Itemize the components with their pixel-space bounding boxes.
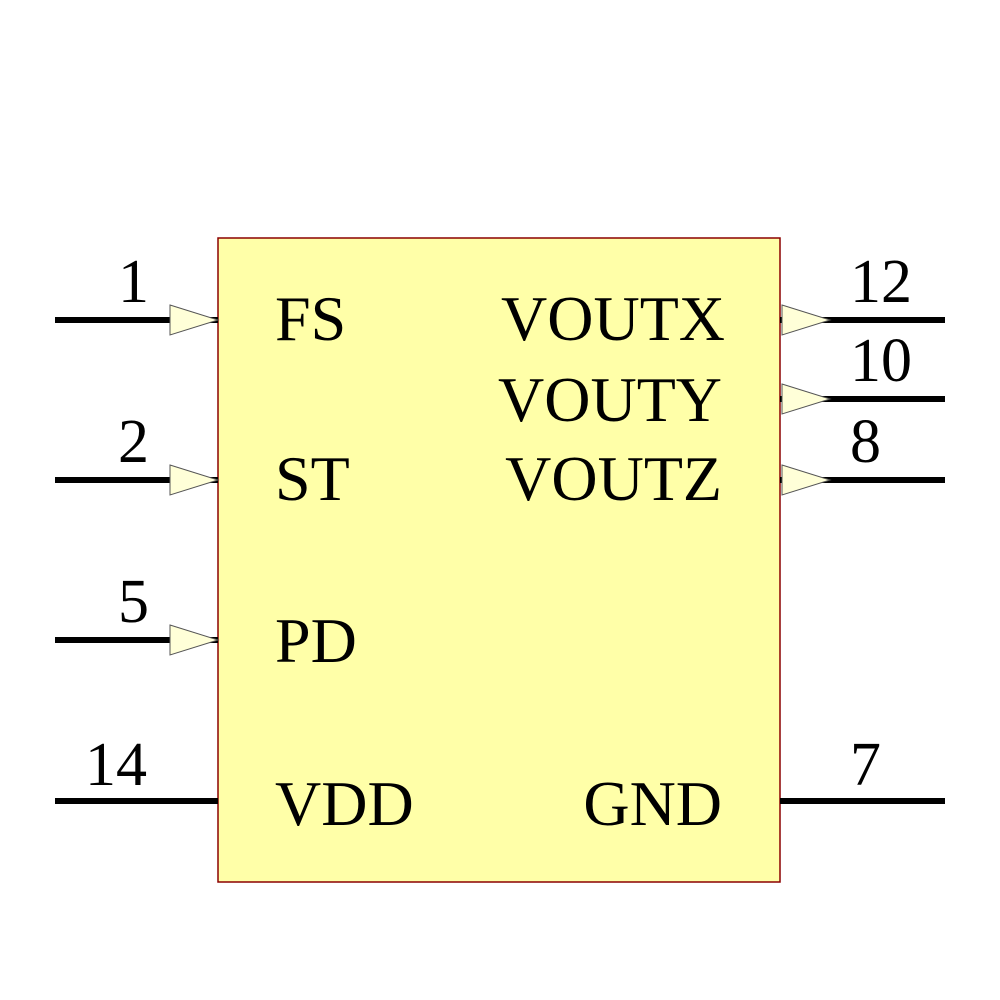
pin-left-3: 14 VDD xyxy=(55,731,414,839)
pin-name: FS xyxy=(275,283,346,354)
pin-number: 7 xyxy=(850,731,881,799)
pin-left-0: 1 FS xyxy=(55,248,346,354)
output-arrow-icon xyxy=(781,464,832,496)
pin-name: VOUTY xyxy=(498,364,722,435)
pin-left-1: 2 ST xyxy=(55,408,350,514)
output-arrow-icon xyxy=(781,383,832,415)
pin-name: ST xyxy=(275,443,350,514)
pin-number: 2 xyxy=(118,408,149,476)
output-arrow-icon xyxy=(781,304,832,336)
pin-right-3: 7 GND xyxy=(583,731,945,839)
pin-number: 5 xyxy=(118,568,149,636)
pin-number: 12 xyxy=(850,248,912,316)
pin-name: GND xyxy=(583,768,722,839)
pin-right-2: 8 VOUTZ xyxy=(505,408,945,514)
pin-number: 8 xyxy=(850,408,881,476)
component-body xyxy=(217,237,781,883)
pin-name: VOUTX xyxy=(501,283,725,354)
input-arrow-icon xyxy=(169,624,220,656)
pin-number: 10 xyxy=(850,327,912,395)
pin-number: 14 xyxy=(85,731,147,799)
pin-name: VDD xyxy=(275,768,414,839)
pin-name: VOUTZ xyxy=(505,443,722,514)
input-arrow-icon xyxy=(169,304,220,336)
pin-right-0: 12 VOUTX xyxy=(501,248,945,354)
pin-number: 1 xyxy=(118,248,149,316)
pin-right-1: 10 VOUTY xyxy=(498,327,945,435)
pin-name: PD xyxy=(275,605,357,676)
input-arrow-icon xyxy=(169,464,220,496)
pin-left-2: 5 PD xyxy=(55,568,357,676)
